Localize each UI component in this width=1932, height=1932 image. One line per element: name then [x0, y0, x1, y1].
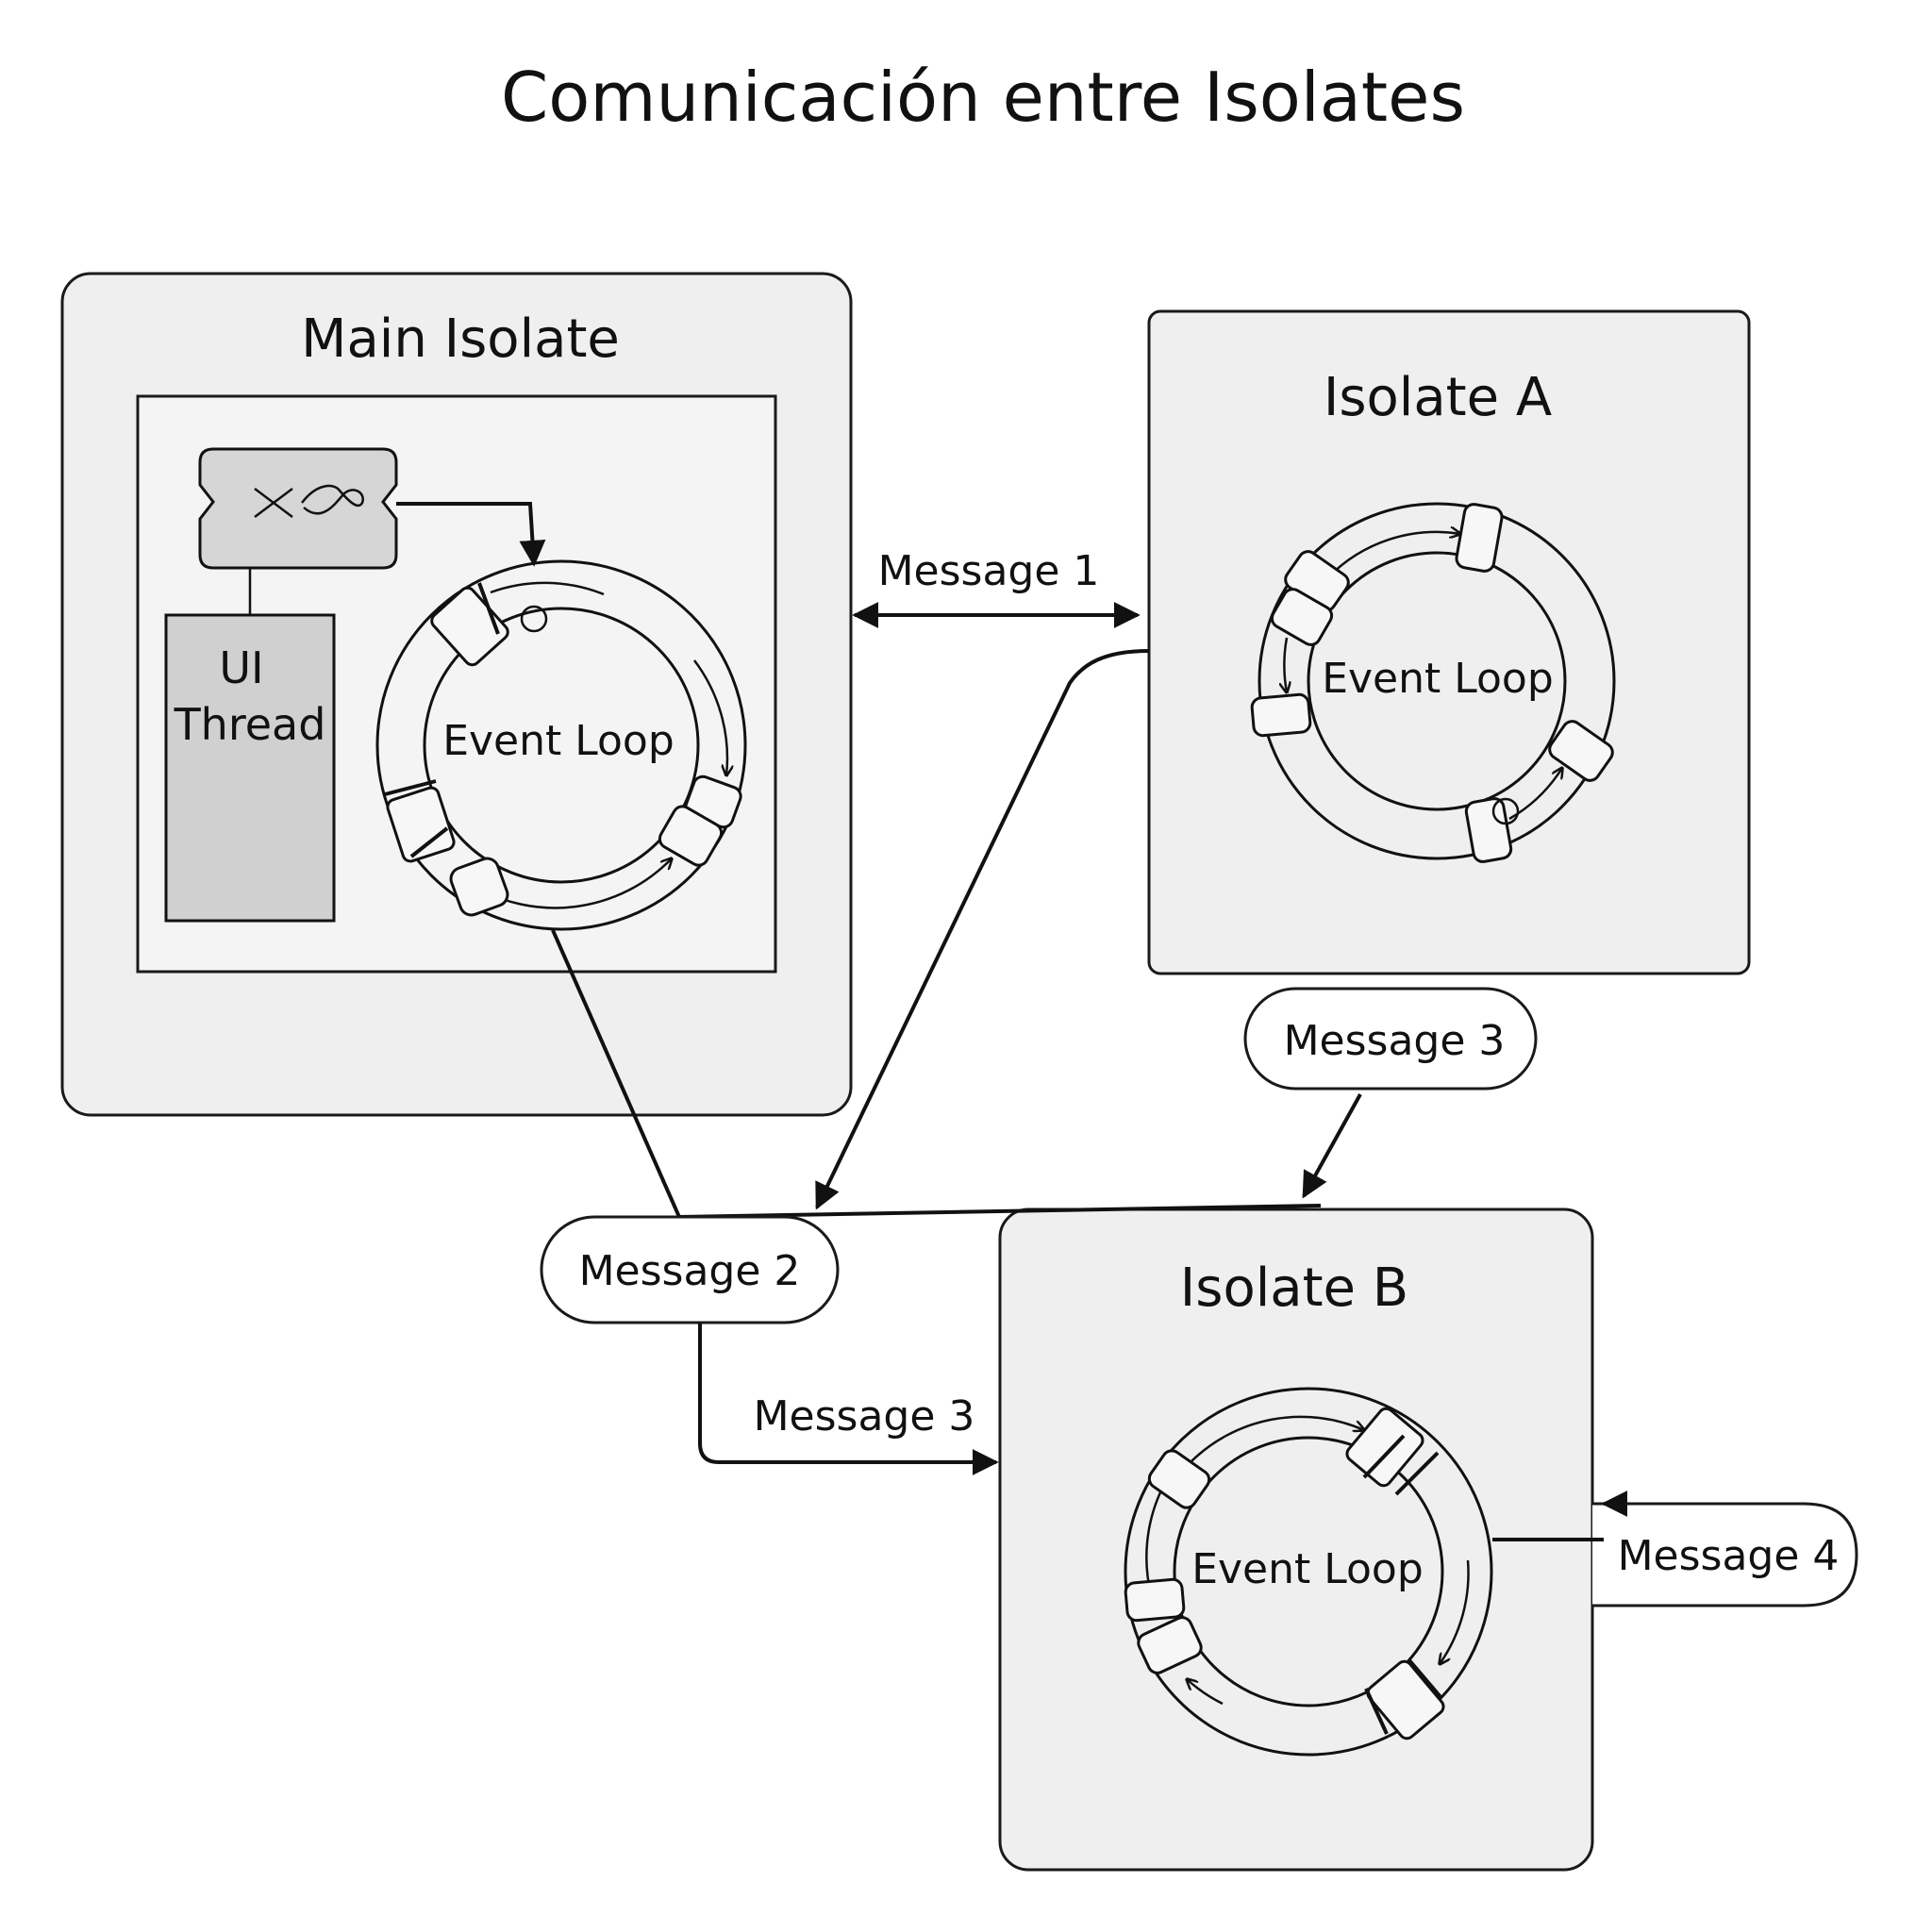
- isolate-a-loop-segment: [1464, 797, 1513, 863]
- message-2-pill: Message 2: [540, 1215, 840, 1324]
- main-event-loop: Event Loop: [375, 559, 747, 931]
- isolate-b-panel: Isolate B Event Loop: [998, 1208, 1594, 1872]
- ui-widget: [198, 447, 398, 570]
- isolate-a-title: Isolate A: [1324, 367, 1552, 428]
- isolate-b-loop-segment: [1345, 1407, 1424, 1488]
- ui-widget-to-loop-arrow: [396, 502, 546, 567]
- isolate-a-loop-segment: [1548, 720, 1614, 782]
- isolate-b-loop-segment: [1366, 1659, 1445, 1740]
- isolate-a-loop-segment: [1455, 503, 1504, 573]
- isolate-b-loop-segment: [1147, 1449, 1211, 1509]
- infinity-loop-icon: [254, 484, 364, 518]
- isolate-a-loop-segment: [1270, 588, 1334, 646]
- message-3-bottom-label: Message 3: [754, 1392, 975, 1441]
- message-4-pill: Message 4: [1592, 1502, 1858, 1607]
- message-2-label: Message 2: [579, 1247, 801, 1295]
- main-loop-segment: [386, 786, 456, 863]
- isolate-a-to-message-2-arrow: [815, 649, 1150, 1210]
- message-3-top-arrow: [1302, 1093, 1362, 1199]
- isolate-b-title: Isolate B: [1180, 1257, 1408, 1319]
- message-2-to-isolate-b-line: [678, 1204, 1322, 1219]
- main-loop-to-message-2-line: [551, 929, 681, 1218]
- isolate-a-loop-segment: [1250, 692, 1312, 738]
- message-1-label: Message 1: [878, 547, 1100, 595]
- ui-thread-label-line2: Thread: [174, 699, 326, 750]
- message-3-top-pill: Message 3: [1243, 987, 1538, 1091]
- message-3-bottom-arrow: [698, 1323, 999, 1475]
- main-loop-label: Event Loop: [442, 717, 675, 765]
- ui-thread-label-line1: UI: [219, 642, 263, 693]
- message-3-top-label: Message 3: [1284, 1017, 1506, 1065]
- isolate-a-panel: Isolate A Event Loop: [1147, 309, 1751, 975]
- isolate-b-loop-segment: [1124, 1577, 1186, 1623]
- main-isolate-title: Main Isolate: [301, 308, 620, 370]
- main-loop-segment: [658, 805, 724, 867]
- isolate-a-loop-label: Event Loop: [1322, 655, 1554, 703]
- isolate-a-event-loop: Event Loop: [1250, 502, 1616, 863]
- main-isolate-panel: Main Isolate UI Thread: [60, 272, 853, 1117]
- isolate-b-event-loop: Event Loop: [1124, 1387, 1493, 1757]
- page-title: Comunicación entre Isolates: [501, 58, 1465, 137]
- main-loop-segment: [449, 857, 509, 917]
- ui-thread-block: UI Thread: [164, 613, 336, 923]
- message-4-label: Message 4: [1618, 1532, 1840, 1580]
- isolate-b-loop-label: Event Loop: [1191, 1545, 1424, 1593]
- isolate-b-loop-segment: [1137, 1616, 1203, 1674]
